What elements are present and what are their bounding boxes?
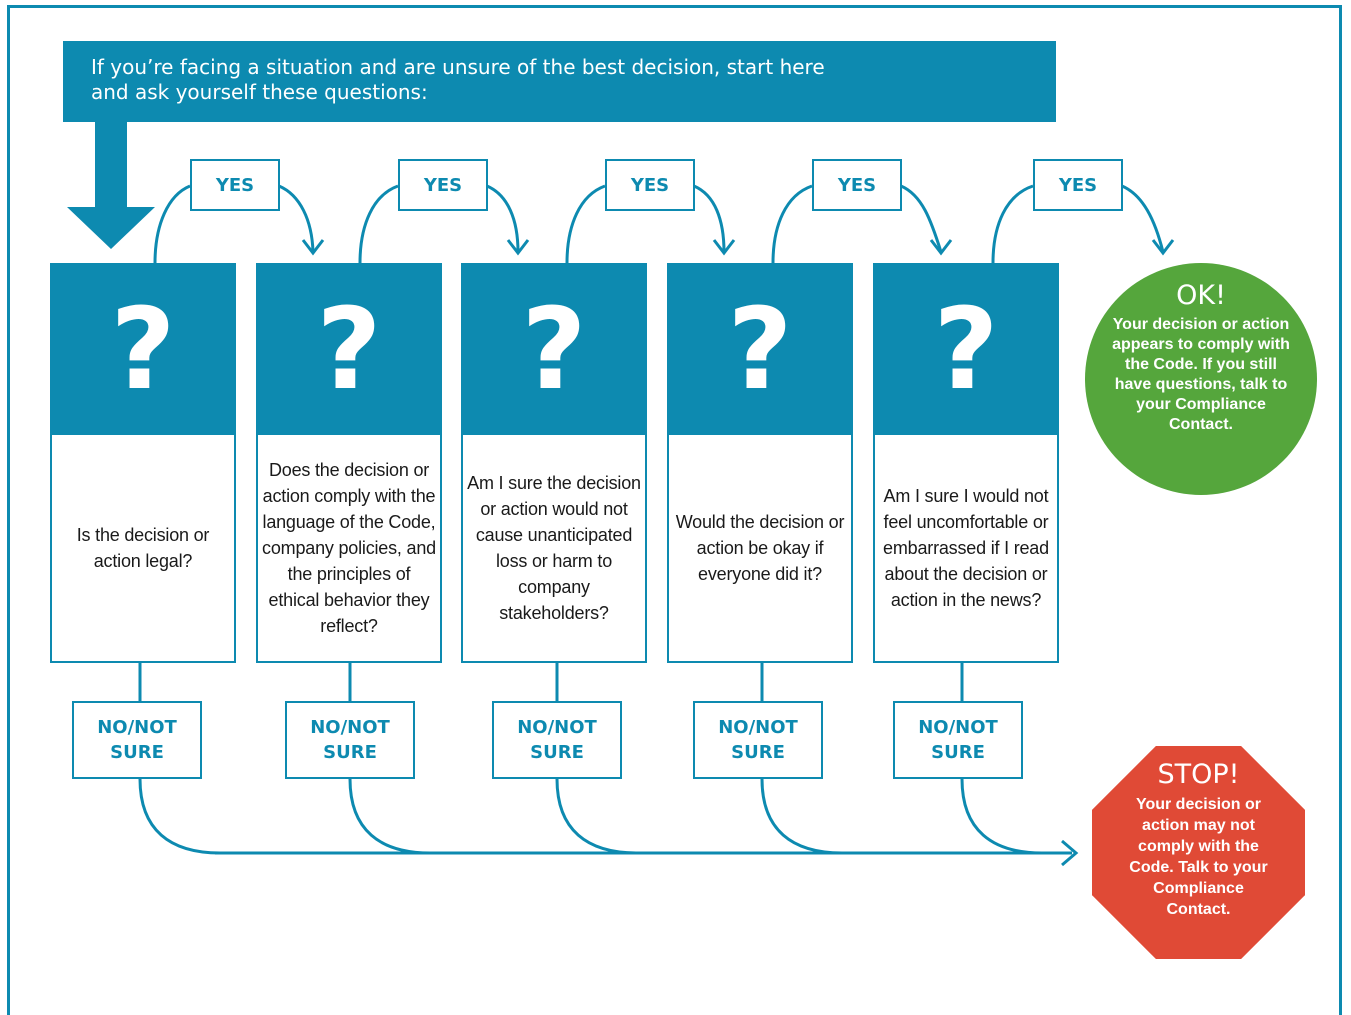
question-text: Am I sure the decision or action would n…	[467, 473, 641, 623]
no-tag-5: NO/NOT SURE	[893, 701, 1023, 779]
question-box-4: ? Would the decision or action be okay i…	[667, 263, 853, 663]
outer-frame	[7, 5, 1342, 1015]
question-box-1: ? Is the decision or action legal?	[50, 263, 236, 663]
stop-octagon: STOP! Your decision or action may not co…	[1092, 746, 1305, 959]
question-mark-icon: ?	[110, 285, 176, 415]
no-curve-4	[760, 778, 843, 855]
intro-line-1: If you’re facing a situation and are uns…	[91, 55, 825, 79]
question-mark-icon: ?	[933, 285, 999, 415]
question-box-5: ? Am I sure I would not feel uncomfortab…	[873, 263, 1059, 663]
intro-banner: If you’re facing a situation and are uns…	[63, 41, 1056, 122]
yes-arcs	[153, 184, 1165, 264]
question-box-3: ? Am I sure the decision or action would…	[461, 263, 647, 663]
yes-label: YES	[837, 174, 877, 196]
yes-tag-2: YES	[398, 159, 488, 211]
question-header	[875, 265, 1057, 435]
question-text: Does the decision or action comply with …	[262, 460, 436, 636]
ok-circle: OK! Your decision or action appears to c…	[1085, 263, 1317, 495]
yes-label: YES	[630, 174, 670, 196]
yes-arrowhead-3	[712, 239, 736, 256]
ok-text: Your decision or action appears to compl…	[1112, 316, 1290, 433]
yes-arrowhead-5	[1151, 239, 1175, 256]
stop-arrowhead	[1061, 839, 1079, 867]
yes-tag-4: YES	[812, 159, 902, 211]
yes-label: YES	[1058, 174, 1098, 196]
question-mark-icon: ?	[521, 285, 587, 415]
question-header	[463, 265, 645, 435]
no-curve-5	[960, 778, 1043, 855]
question-text: Would the decision or action be okay if …	[675, 512, 845, 584]
yes-arc-1	[153, 184, 315, 264]
ok-title: OK!	[1176, 280, 1226, 311]
stop-text: Your decision or action may not comply w…	[1129, 796, 1268, 918]
no-tag-4: NO/NOT SURE	[693, 701, 823, 779]
stop-title: STOP!	[1157, 759, 1240, 790]
question-header	[258, 265, 440, 435]
yes-arrowhead-1	[301, 239, 325, 256]
start-arrow	[67, 122, 155, 249]
yes-label: YES	[423, 174, 463, 196]
no-stems	[138, 663, 964, 701]
yes-arc-2	[358, 184, 520, 264]
yes-arrowheads	[301, 239, 1175, 256]
yes-arc-3	[565, 184, 726, 264]
no-curve-3	[555, 778, 638, 855]
no-tag-2: NO/NOT SURE	[285, 701, 415, 779]
no-tag-3: NO/NOT SURE	[492, 701, 622, 779]
yes-arc-5	[991, 184, 1165, 264]
no-curves	[138, 778, 1072, 855]
yes-arrowhead-4	[929, 239, 953, 256]
yes-label: YES	[215, 174, 255, 196]
question-box-2: ? Does the decision or action comply wit…	[256, 263, 442, 663]
intro-line-2: and ask yourself these questions:	[91, 80, 428, 104]
question-header	[669, 265, 851, 435]
question-mark-icon: ?	[727, 285, 793, 415]
question-mark-icon: ?	[316, 285, 382, 415]
no-curve-1	[138, 778, 221, 855]
yes-arc-4	[771, 184, 943, 264]
yes-tag-3: YES	[605, 159, 695, 211]
yes-tag-1: YES	[190, 159, 280, 211]
no-curve-2	[348, 778, 431, 855]
yes-arrowhead-2	[506, 239, 530, 256]
question-text: Am I sure I would not feel uncomfortable…	[883, 486, 1049, 610]
question-header	[52, 265, 234, 435]
yes-tag-5: YES	[1033, 159, 1123, 211]
question-text: Is the decision or action legal?	[76, 525, 210, 571]
no-tag-1: NO/NOT SURE	[72, 701, 202, 779]
